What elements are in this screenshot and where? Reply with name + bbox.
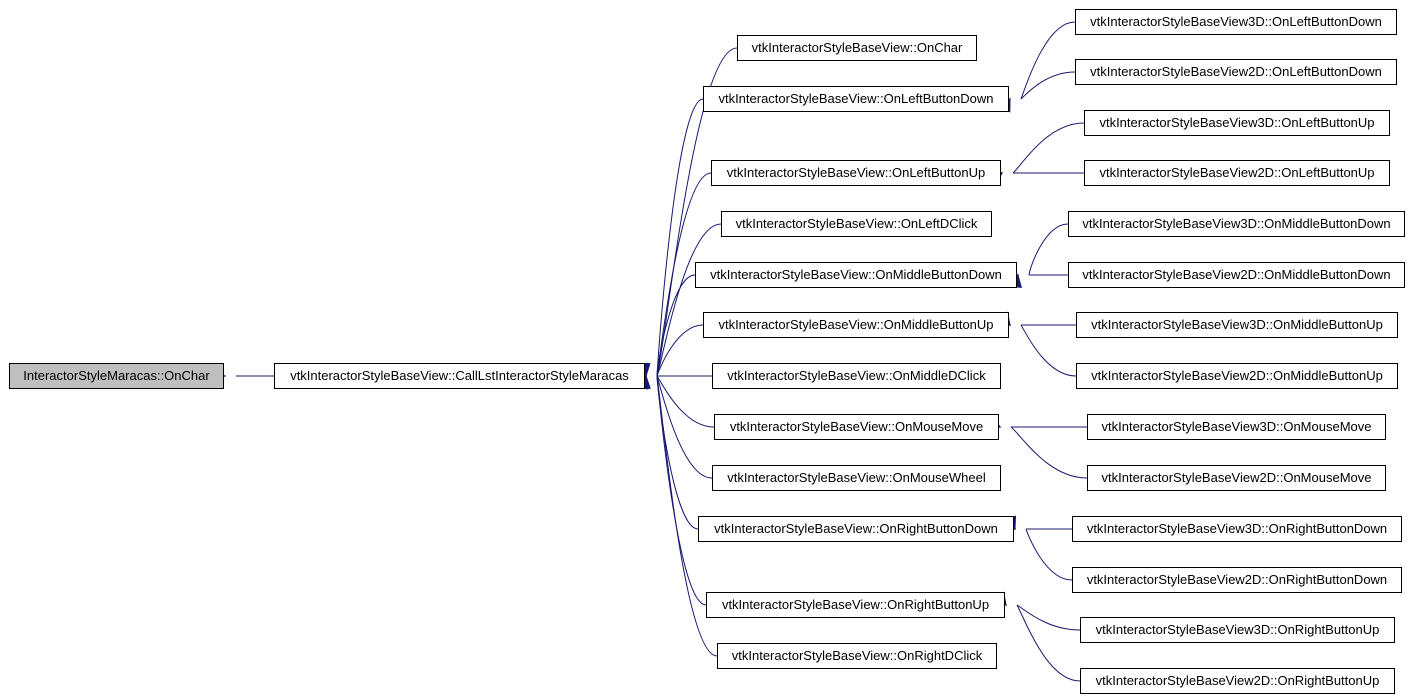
edge-rdc-to-call [656,375,718,657]
edge-rbu2-to-rbu [1016,604,1081,682]
node-baseview-onrightbuttondown[interactable]: vtkInteractorStyleBaseView::OnRightButto… [698,516,1014,542]
edge-mbu-to-call [656,324,704,377]
edge-mbu2-to-mbu [1020,324,1077,377]
node-baseview-onmousewheel[interactable]: vtkInteractorStyleBaseView::OnMouseWheel [712,465,1001,491]
node-baseview-onrightbuttonup[interactable]: vtkInteractorStyleBaseView::OnRightButto… [706,592,1005,618]
node-baseview-onmiddlebuttondown[interactable]: vtkInteractorStyleBaseView::OnMiddleButt… [695,262,1017,288]
node-baseview3d-onmousemove[interactable]: vtkInteractorStyleBaseView3D::OnMouseMov… [1087,414,1386,440]
node-baseview2d-onleftbuttondown[interactable]: vtkInteractorStyleBaseView2D::OnLeftButt… [1075,59,1397,85]
node-baseview2d-onrightbuttonup[interactable]: vtkInteractorStyleBaseView2D::OnRightBut… [1080,668,1395,694]
node-baseview-onmousemove[interactable]: vtkInteractorStyleBaseView::OnMouseMove [714,414,999,440]
node-baseview3d-onrightbuttonup[interactable]: vtkInteractorStyleBaseView3D::OnRightBut… [1080,617,1395,643]
edge-ldc-to-call [656,223,722,377]
node-baseview2d-onmousemove[interactable]: vtkInteractorStyleBaseView2D::OnMouseMov… [1087,465,1386,491]
node-baseview-onmiddlebuttonup[interactable]: vtkInteractorStyleBaseView::OnMiddleButt… [703,312,1009,338]
node-calllstinteractorstylemaracas[interactable]: vtkInteractorStyleBaseView::CallLstInter… [274,363,645,389]
edge-rbu3-to-rbu [1016,604,1081,631]
edge-mw-to-call [656,375,713,479]
edge-mm2-to-mm [1010,426,1088,479]
node-baseview2d-onmiddlebuttondown[interactable]: vtkInteractorStyleBaseView2D::OnMiddleBu… [1068,262,1405,288]
edge-lbd-to-call [656,98,704,377]
node-baseview3d-onmiddlebuttondown[interactable]: vtkInteractorStyleBaseView3D::OnMiddleBu… [1068,211,1405,237]
edge-mm-to-call [656,375,715,428]
node-baseview3d-onrightbuttondown[interactable]: vtkInteractorStyleBaseView3D::OnRightBut… [1072,516,1402,542]
node-baseview-onchar[interactable]: vtkInteractorStyleBaseView::OnChar [737,35,977,61]
edge-lbd3-to-lbd [1020,21,1076,100]
node-baseview-onleftdclick[interactable]: vtkInteractorStyleBaseView::OnLeftDClick [721,211,992,237]
node-baseview-onmiddledclick[interactable]: vtkInteractorStyleBaseView::OnMiddleDCli… [712,363,1001,389]
node-baseview2d-onrightbuttondown[interactable]: vtkInteractorStyleBaseView2D::OnRightBut… [1072,567,1402,593]
node-baseview-onleftbuttonup[interactable]: vtkInteractorStyleBaseView::OnLeftButton… [711,160,1001,186]
node-baseview3d-onleftbuttonup[interactable]: vtkInteractorStyleBaseView3D::OnLeftButt… [1084,110,1390,136]
node-baseview3d-onmiddlebuttonup[interactable]: vtkInteractorStyleBaseView3D::OnMiddleBu… [1076,312,1398,338]
edge-onchar-to-call [656,47,738,377]
node-baseview-onleftbuttondown[interactable]: vtkInteractorStyleBaseView::OnLeftButton… [703,86,1009,112]
node-baseview-onrightdclick[interactable]: vtkInteractorStyleBaseView::OnRightDClic… [717,643,997,669]
node-baseview2d-onleftbuttonup[interactable]: vtkInteractorStyleBaseView2D::OnLeftButt… [1084,160,1390,186]
node-baseview2d-onmiddlebuttonup[interactable]: vtkInteractorStyleBaseView2D::OnMiddleBu… [1076,363,1398,389]
edge-lbu3-to-lbu [1012,122,1085,174]
edge-mbd-to-call [656,274,696,377]
edge-mbd3-to-mbd [1028,223,1069,276]
edge-rbd2-to-rbd [1025,528,1073,581]
node-interactorstylemaracas-onchar[interactable]: InteractorStyleMaracas::OnChar [9,363,224,389]
node-baseview3d-onleftbuttondown[interactable]: vtkInteractorStyleBaseView3D::OnLeftButt… [1075,9,1397,35]
edge-lbd2-to-lbd [1020,71,1076,100]
